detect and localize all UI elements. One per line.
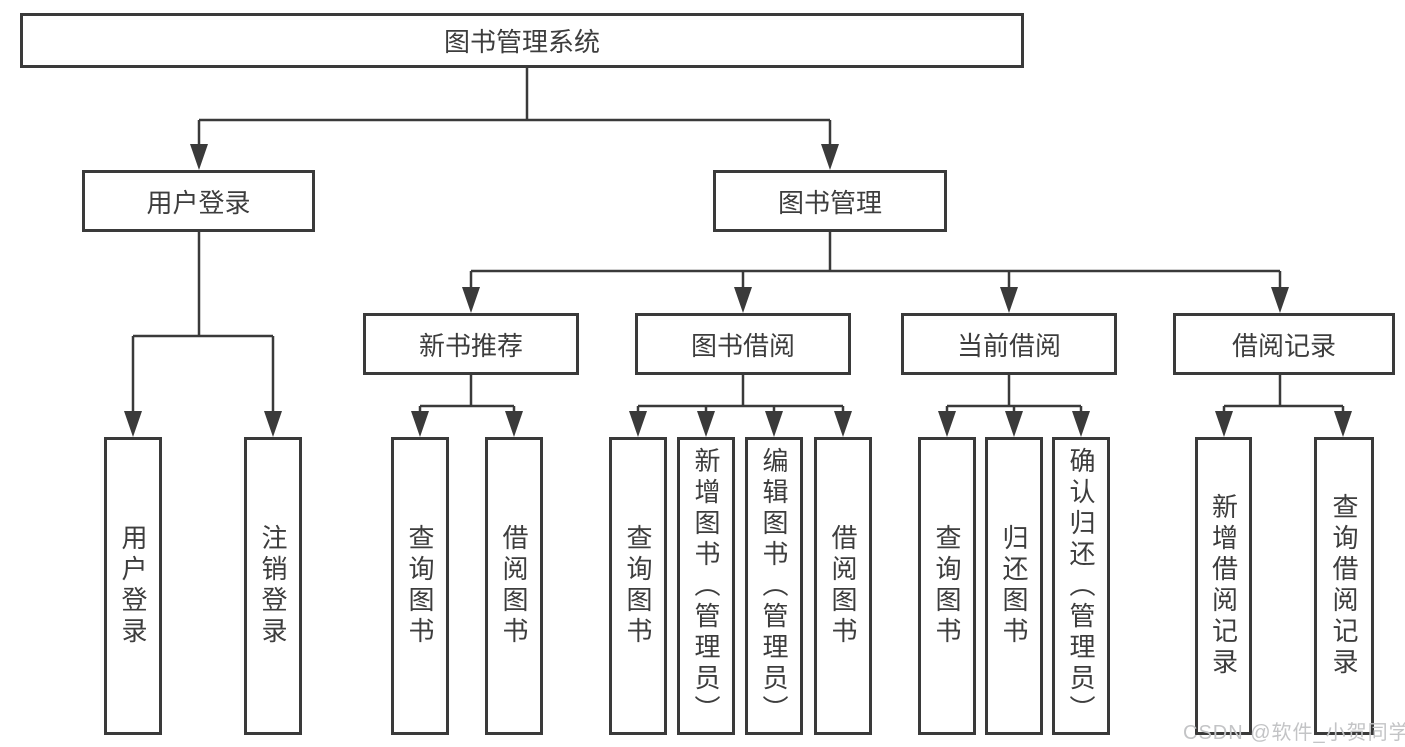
node-book-management: 图书管理: [713, 170, 947, 232]
node-current-borrowing: 当前借阅: [901, 313, 1117, 375]
leaf-add-borrow-record: 新增借阅记录: [1195, 437, 1252, 735]
leaf-borrow-books-recommend-label: 借阅图书: [499, 524, 529, 648]
leaf-query-books-borrowing: 查询图书: [609, 437, 667, 735]
leaf-confirm-return-admin: 确认归还（管理员）: [1052, 437, 1110, 735]
leaf-query-books-borrowing-label: 查询图书: [623, 524, 653, 648]
leaf-borrow-books-recommend: 借阅图书: [485, 437, 543, 735]
csdn-watermark: CSDN @软件_小贺同学: [1183, 722, 1405, 744]
node-current-borrowing-label: 当前借阅: [956, 330, 1061, 361]
leaf-user-login: 用户登录: [104, 437, 162, 735]
leaf-query-books-recommend-label: 查询图书: [405, 524, 435, 648]
leaf-query-borrow-record-label: 查询借阅记录: [1329, 493, 1359, 679]
leaf-edit-books-admin: 编辑图书（管理员）: [745, 437, 803, 735]
leaf-query-books-current: 查询图书: [918, 437, 976, 735]
leaf-query-borrow-record: 查询借阅记录: [1314, 437, 1374, 735]
leaf-add-borrow-record-label: 新增借阅记录: [1208, 493, 1239, 679]
leaf-query-books-recommend: 查询图书: [391, 437, 449, 735]
node-borrowing-records: 借阅记录: [1173, 313, 1395, 375]
node-user-login: 用户登录: [82, 170, 315, 232]
node-root-system-label: 图书管理系统: [443, 27, 600, 57]
leaf-logout-label: 注销登录: [258, 524, 288, 648]
node-book-management-label: 图书管理: [777, 187, 882, 218]
leaf-return-books-label: 归还图书: [999, 524, 1029, 648]
leaf-user-login-label: 用户登录: [118, 524, 148, 648]
leaf-confirm-return-admin-label: 确认归还（管理员）: [1066, 446, 1096, 726]
node-new-book-recommend: 新书推荐: [363, 313, 579, 375]
leaf-add-books-admin: 新增图书（管理员）: [677, 437, 735, 735]
leaf-borrow-books: 借阅图书: [814, 437, 872, 735]
leaf-borrow-books-label: 借阅图书: [828, 524, 858, 648]
leaf-logout: 注销登录: [244, 437, 302, 735]
leaf-return-books: 归还图书: [985, 437, 1043, 735]
arrow-head-icons: [124, 144, 1352, 437]
node-book-borrowing-label: 图书借阅: [690, 330, 795, 361]
node-root-system: 图书管理系统: [20, 13, 1024, 68]
leaf-add-books-admin-label: 新增图书（管理员）: [691, 446, 721, 726]
node-new-book-recommend-label: 新书推荐: [418, 330, 523, 361]
node-book-borrowing: 图书借阅: [635, 313, 851, 375]
node-user-login-label: 用户登录: [146, 187, 251, 218]
leaf-edit-books-admin-label: 编辑图书（管理员）: [759, 446, 789, 726]
leaf-query-books-current-label: 查询图书: [932, 524, 962, 648]
node-borrowing-records-label: 借阅记录: [1231, 330, 1336, 361]
